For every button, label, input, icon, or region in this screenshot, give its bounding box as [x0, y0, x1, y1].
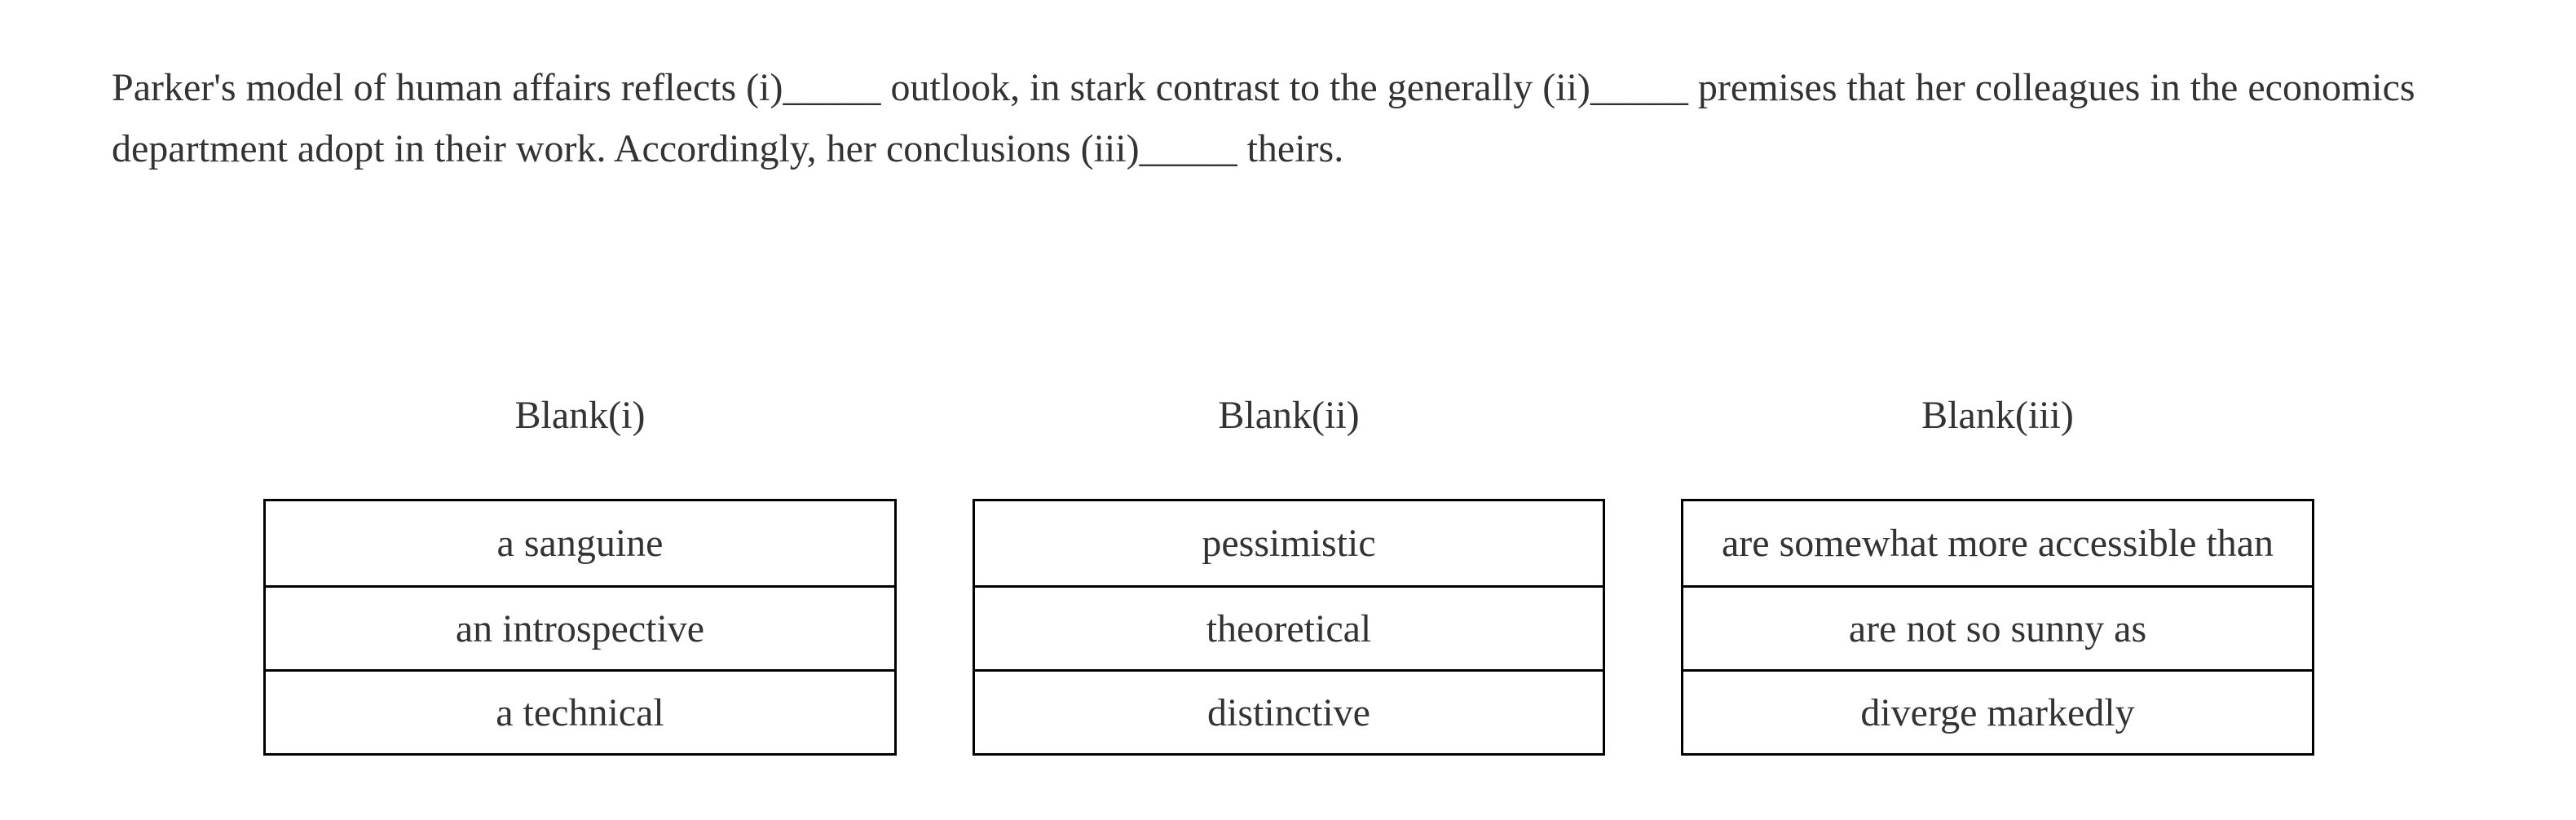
- question-text: Parker's model of human affairs reflects…: [112, 66, 2415, 170]
- blank-i-option-1[interactable]: a sanguine: [496, 522, 664, 565]
- blank-ii-header: Blank(ii): [1218, 394, 1360, 437]
- blank-i-header: Blank(i): [514, 394, 646, 437]
- blank-ii-option-2[interactable]: theoretical: [975, 585, 1603, 669]
- blank-i-options: a sanguine an introspective a technical: [263, 499, 897, 756]
- blank-iii-option-3[interactable]: diverge markedly: [1683, 669, 2312, 753]
- blank-iii-header: Blank(iii): [1921, 394, 2074, 437]
- blank-ii-options: pessimistic theoretical distinctive: [973, 499, 1605, 756]
- blank-iii-options: are somewhat more accessible than are no…: [1681, 499, 2314, 756]
- blank-ii-option-3[interactable]: distinctive: [975, 669, 1603, 753]
- blank-ii-option-1[interactable]: pessimistic: [1202, 522, 1376, 565]
- blank-i-option-3[interactable]: a technical: [266, 669, 894, 753]
- blank-i-option-2[interactable]: an introspective: [266, 585, 894, 669]
- blank-iii-option-2[interactable]: are not so sunny as: [1683, 585, 2312, 669]
- blank-iii-option-1[interactable]: are somewhat more accessible than: [1721, 522, 2274, 565]
